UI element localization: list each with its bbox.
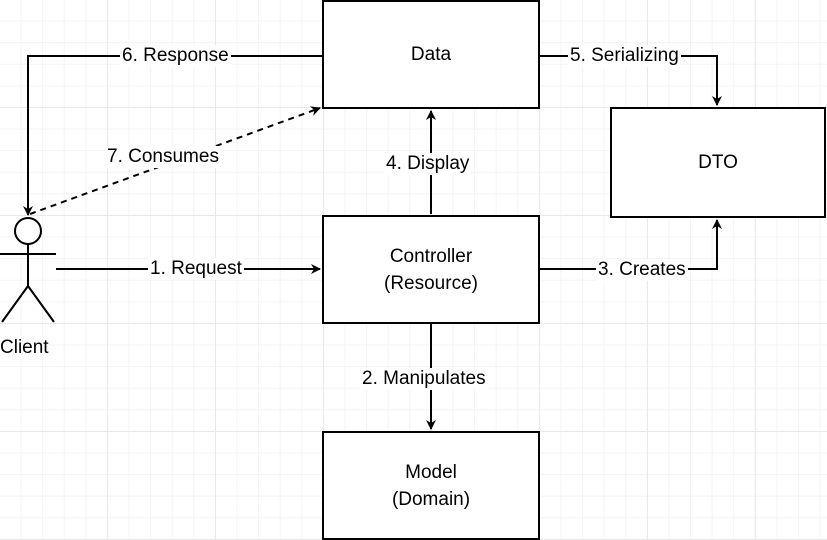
edge-label-manipulates: 2. Manipulates: [360, 368, 488, 390]
controller-node-line2: (Resource): [384, 272, 478, 294]
actor-head: [14, 217, 42, 245]
model-node-line1: Model: [405, 461, 457, 483]
model-node-line2: (Domain): [391, 488, 471, 510]
client-actor-figure: [0, 217, 56, 323]
edge-label-response: 6. Response: [120, 45, 231, 67]
edge-label-consumes: 7. Consumes: [105, 146, 221, 168]
edge-label-display: 4. Display: [384, 153, 472, 175]
data-node: Data: [322, 0, 540, 109]
actor-left-leg: [1, 285, 29, 323]
actor-right-leg: [27, 285, 55, 323]
data-node-label: Data: [410, 44, 452, 65]
edge-label-creates: 3. Creates: [596, 259, 688, 281]
client-actor-label: Client: [0, 337, 49, 359]
controller-node-line1: Controller: [389, 245, 473, 267]
controller-node: Controller (Resource): [322, 215, 540, 324]
dto-node: DTO: [610, 107, 826, 218]
dto-node-label: DTO: [698, 152, 738, 173]
edge-label-serializing: 5. Serializing: [568, 45, 681, 67]
edge-response: [23, 55, 322, 216]
edge-label-request: 1. Request: [148, 258, 244, 280]
model-node: Model (Domain): [322, 431, 540, 540]
